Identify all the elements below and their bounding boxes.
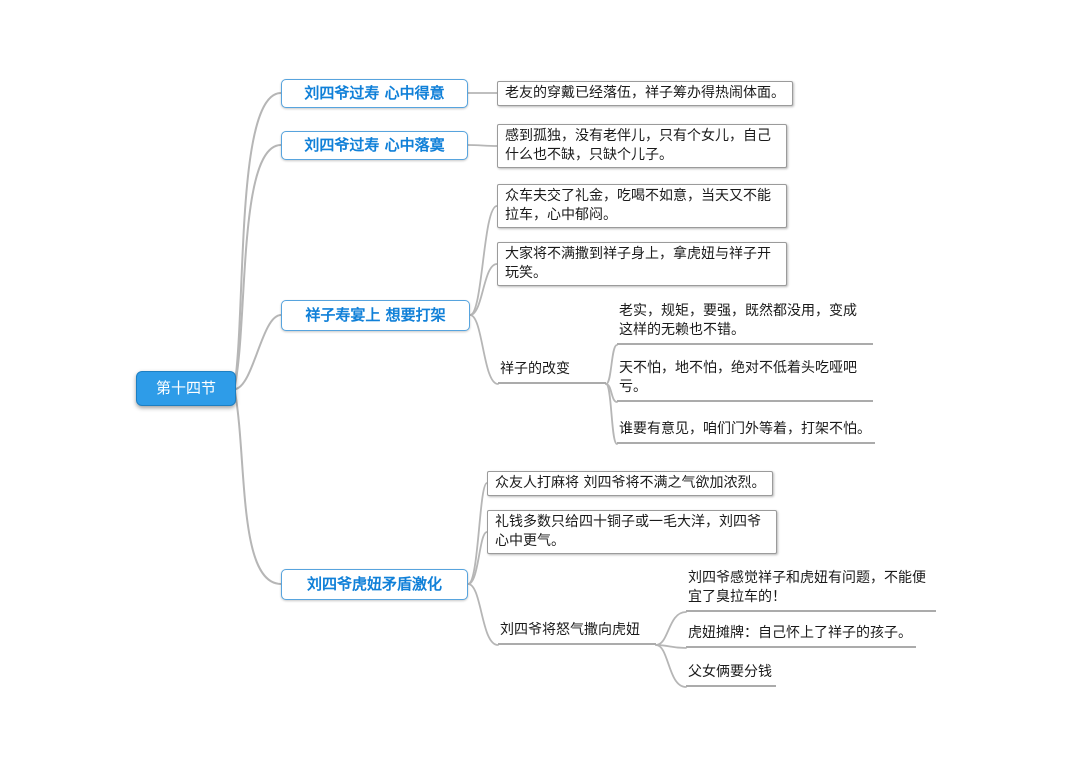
root-topic[interactable]: 第十四节 <box>136 371 236 406</box>
subtopic-liusiye-anger[interactable]: 刘四爷将怒气撒向虎妞 <box>498 620 656 645</box>
connector-root-branch1 <box>234 92 282 384</box>
connector <box>655 644 687 649</box>
connector-root-branch2 <box>234 144 282 386</box>
detail-note[interactable]: 天不怕，地不怕，绝对不低着头吃哑吧亏。 <box>617 358 873 402</box>
connector <box>469 314 499 385</box>
branch-topic-1[interactable]: 刘四爷过寿 心中得意 <box>281 79 468 108</box>
connector-root-branch4 <box>234 391 282 585</box>
connector <box>467 482 488 585</box>
branch-topic-3[interactable]: 祥子寿宴上 想要打架 <box>281 300 470 331</box>
subtopic-note[interactable]: 礼钱多数只给四十铜子或一毛大洋，刘四爷心中更气。 <box>487 510 777 554</box>
detail-note[interactable]: 刘四爷感觉祥子和虎妞有问题，不能便宜了臭拉车的！ <box>686 568 936 612</box>
detail-note[interactable]: 谁要有意见，咱们门外等着，打架不怕。 <box>617 419 875 444</box>
branch-topic-4[interactable]: 刘四爷虎妞矛盾激化 <box>281 569 468 600</box>
connector <box>655 644 687 688</box>
detail-note[interactable]: 父女俩要分钱 <box>686 662 776 687</box>
connector <box>469 263 498 316</box>
connector-root-branch3 <box>235 314 282 390</box>
connector <box>467 531 488 585</box>
subtopic-note[interactable]: 大家将不满撒到祥子身上，拿虎妞与祥子开玩笑。 <box>497 242 787 286</box>
connector <box>655 611 687 646</box>
connector <box>605 383 618 403</box>
subtopic-xiangzi-change[interactable]: 祥子的改变 <box>498 359 606 384</box>
branch-topic-2[interactable]: 刘四爷过寿 心中落寞 <box>281 131 468 160</box>
connector <box>605 383 618 445</box>
subtopic-note[interactable]: 众车夫交了礼金，吃喝不如意，当天又不能拉车，心中郁闷。 <box>497 184 787 228</box>
connector <box>469 205 498 316</box>
subtopic-note[interactable]: 感到孤独，没有老伴儿，只有个女儿，自己什么也不缺，只缺个儿子。 <box>497 124 787 168</box>
connector <box>605 344 618 385</box>
detail-note[interactable]: 虎妞摊牌：自己怀上了祥子的孩子。 <box>686 623 916 648</box>
subtopic-note[interactable]: 老友的穿戴已经落伍，祥子筹办得热闹体面。 <box>497 81 793 106</box>
subtopic-note[interactable]: 众友人打麻将 刘四爷将不满之气欲加浓烈。 <box>487 471 774 496</box>
connector <box>467 144 498 147</box>
detail-note[interactable]: 老实，规矩，要强，既然都没用，变成这样的无赖也不错。 <box>617 301 873 345</box>
connector <box>467 583 499 646</box>
